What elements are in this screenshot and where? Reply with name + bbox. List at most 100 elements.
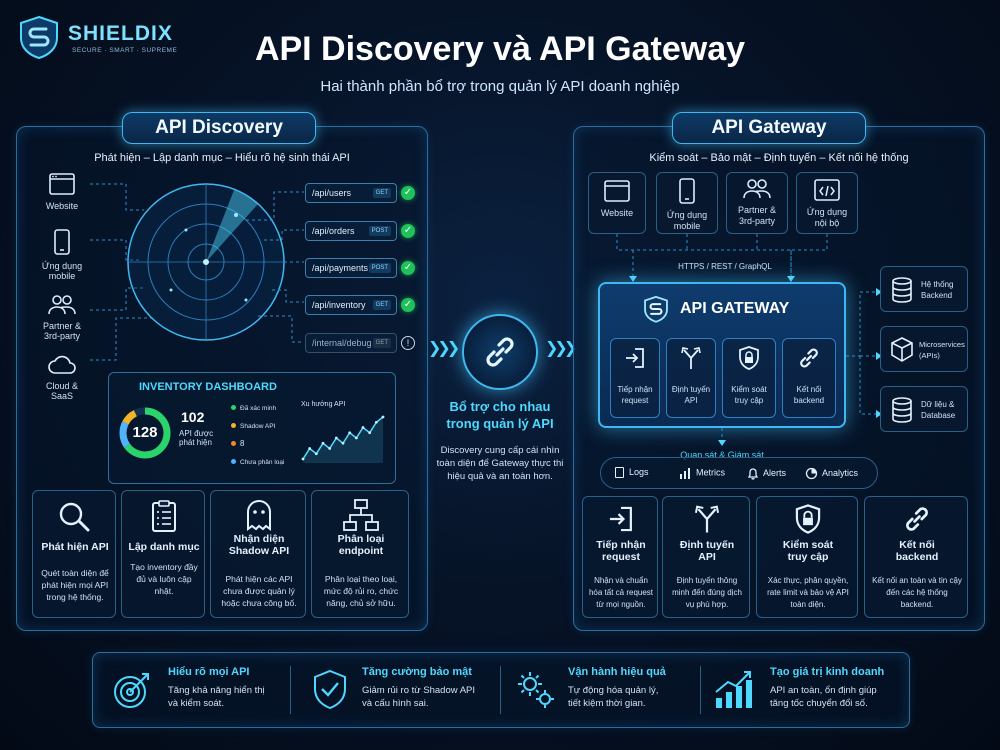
benefit-desc: Tăng khả năng hiển thị và kiểm soát.	[168, 685, 265, 709]
step-label: Tiếp nhận request	[617, 385, 653, 405]
monitor-item-logs[interactable]: Logs	[615, 467, 649, 479]
check-icon: ✓	[401, 298, 415, 312]
link-icon	[800, 348, 818, 368]
legend-item: Đã xác minh	[231, 403, 297, 421]
feature-desc: Phát hiện các API chưa được quản lý hoặc…	[221, 574, 297, 608]
check-icon: ✓	[401, 186, 415, 200]
monitor-label: Alerts	[763, 467, 787, 478]
shield-logo-icon	[644, 295, 668, 323]
gateway-core: API GATEWAY Tiếp nhận request Định tuyến…	[598, 282, 846, 428]
discovery-tagline: Phát hiện – Lập danh mục – Hiểu rõ hệ si…	[94, 152, 350, 164]
trend-point	[321, 441, 325, 445]
users-icon	[743, 179, 771, 199]
endpoint-method: POST	[368, 263, 391, 273]
backend-label: Microservices (APIs)	[919, 340, 965, 360]
monitor-item-alerts[interactable]: Alerts	[747, 467, 786, 480]
gateway-step: Tiếp nhận request	[610, 338, 660, 418]
legend-item: 8	[231, 439, 297, 457]
page-title: API Discovery và API Gateway	[254, 30, 746, 68]
brand-name: SHIELDIX	[68, 22, 173, 45]
shield-check-icon	[314, 669, 346, 710]
benefit-title: Tạo giá trị kinh doanh	[770, 666, 885, 678]
cloud-icon	[48, 355, 76, 374]
brand-logo: SHIELDIX SECURE · SMART · SUPREME	[16, 14, 206, 62]
warning-icon: !	[401, 336, 415, 350]
endpoint-path: /api/inventory	[312, 300, 366, 310]
endpoint-path: /api/payments	[312, 263, 369, 273]
monitoring-bar: Logs Metrics Alerts Analytics	[600, 457, 878, 489]
benefit-desc: API an toàn, ổn định giúp tăng tốc chuyể…	[770, 685, 877, 709]
client-label: Ứng dụng nội bộ	[806, 207, 848, 228]
trend-point	[361, 426, 365, 429]
client-mobile: Ứng dụng mobile	[656, 172, 718, 234]
gateway-feature-card: Kết nối backend Kết nối an toàn và tin c…	[864, 496, 968, 618]
route-icon	[694, 505, 720, 533]
benefit-item: Tăng cường bảo mật Giảm rủi ro từ Shadow…	[306, 662, 506, 720]
gateway-step: Kết nối backend	[782, 338, 836, 418]
feature-desc: Kết nối an toàn và tin cậy đến các hệ th…	[872, 576, 962, 609]
source-partner: Partner & 3rd-party	[36, 294, 88, 341]
backend-label: Hệ thống Backend	[921, 280, 954, 300]
trend-point	[348, 431, 352, 435]
discovery-feature-card: Phát hiện API Quét toàn diện để phát hiệ…	[32, 490, 116, 618]
gateway-feature-card: Định tuyến API Định tuyến thông minh đến…	[662, 496, 750, 618]
client-website: Website	[588, 172, 646, 234]
monitor-label: Logs	[629, 467, 649, 477]
step-label: Kết nối backend	[793, 385, 825, 405]
source-cloud: Cloud & SaaS	[36, 354, 88, 401]
feature-title: Định tuyến API	[679, 539, 735, 563]
feature-desc: Xác thực, phân quyền, rate limit và bảo …	[767, 576, 849, 609]
endpoint-path: /api/orders	[312, 226, 355, 236]
endpoint-item[interactable]: /api/payments POST	[305, 258, 397, 278]
ghost-icon	[247, 500, 271, 531]
endpoint-method: GET	[372, 338, 391, 348]
benefit-item: Tạo giá trị kinh doanh API an toàn, ổn đ…	[712, 662, 908, 720]
benefit-title: Tăng cường bảo mật	[362, 666, 472, 678]
magnifier-icon	[59, 502, 90, 532]
trend-point	[368, 431, 372, 435]
trend-point	[374, 420, 378, 424]
growth-icon	[715, 671, 752, 708]
backend-microservices: Microservices (APIs)	[880, 326, 968, 372]
trend-point	[334, 436, 338, 440]
client-label: Website	[600, 208, 634, 218]
feature-title: Phát hiện API	[41, 541, 109, 553]
browser-icon	[49, 173, 75, 195]
dashboard-title: INVENTORY DASHBOARD	[139, 381, 277, 393]
monitor-item-metrics[interactable]: Metrics	[679, 467, 725, 479]
endpoint-item[interactable]: /api/orders POST	[305, 221, 397, 241]
browser-icon	[604, 180, 630, 202]
dashboard-legend: Đã xác minh Shadow API 8 Chưa phân loại	[231, 403, 297, 475]
discovery-title: API Discovery	[122, 112, 316, 144]
clipboard-icon	[152, 500, 176, 532]
hierarchy-icon	[343, 499, 379, 531]
endpoint-path: /internal/debug	[312, 338, 372, 348]
gateway-step: Định tuyến API	[666, 338, 716, 418]
feature-title: Lập danh mục	[128, 541, 200, 553]
target-icon	[114, 673, 149, 708]
endpoint-item[interactable]: /api/users GET	[305, 183, 397, 203]
client-label: Partner & 3rd-party	[737, 205, 777, 226]
cube-icon	[891, 337, 913, 362]
pie-icon	[805, 467, 818, 480]
benefit-desc: Tự động hóa quản lý, tiết kiệm thời gian…	[568, 685, 659, 709]
gateway-tagline: Kiểm soát – Bảo mật – Định tuyến – Kết n…	[649, 152, 909, 164]
benefit-title: Vận hành hiệu quả	[568, 666, 666, 678]
backend-database: Dữ liệu & Database	[880, 386, 968, 432]
endpoint-item[interactable]: /internal/debug GET	[305, 333, 397, 353]
bell-icon	[747, 468, 759, 480]
discovery-feature-card: Lập danh mục Tạo inventory đầy đủ và luô…	[121, 490, 205, 618]
shield-logo-icon	[20, 15, 58, 60]
trend-point	[314, 452, 318, 456]
endpoint-item[interactable]: /api/inventory GET	[305, 295, 397, 315]
endpoint-path: /api/users	[312, 188, 352, 198]
check-icon: ✓	[401, 261, 415, 275]
client-internal: Ứng dụng nội bộ	[796, 172, 858, 234]
dashboard-count-label: API được phát hiện	[179, 429, 214, 447]
monitoring-connector	[718, 428, 726, 446]
backend-connectors	[846, 288, 882, 418]
benefit-desc: Giảm rủi ro từ Shadow API và cấu hình sa…	[362, 685, 476, 709]
radar-scanner	[90, 183, 304, 361]
legend-label: Chưa phân loại	[240, 459, 285, 466]
monitor-item-analytics[interactable]: Analytics	[805, 467, 858, 480]
